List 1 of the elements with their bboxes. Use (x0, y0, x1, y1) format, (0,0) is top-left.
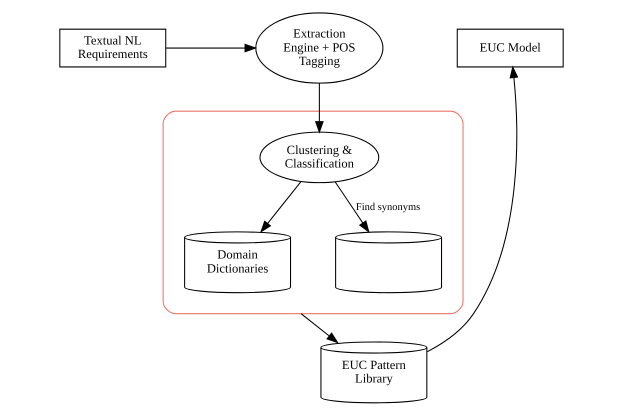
edge-label: Find synonyms (355, 201, 420, 212)
